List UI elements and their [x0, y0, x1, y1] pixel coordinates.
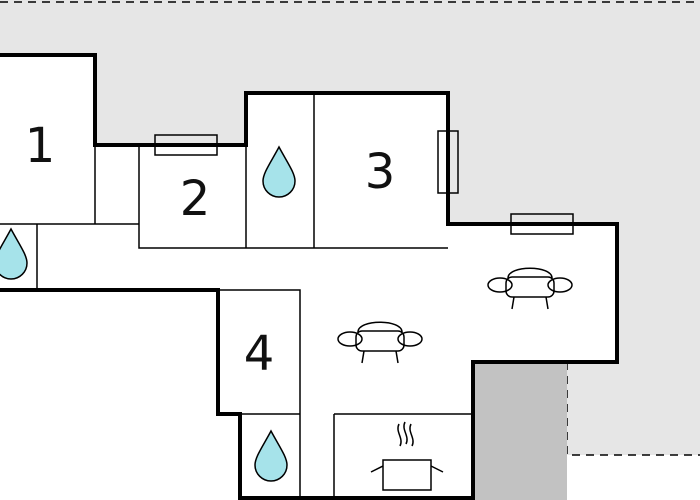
- room-label-1: 1: [25, 118, 56, 174]
- terrace: [473, 362, 567, 500]
- water-drop-icon: [0, 227, 28, 280]
- window-icon: [510, 213, 574, 235]
- outdoor-area: [0, 0, 700, 455]
- window-icon: [437, 130, 459, 194]
- room-label-4: 4: [244, 326, 275, 382]
- water-drop-icon: [254, 429, 288, 482]
- interior: [0, 55, 617, 500]
- cooking-pot-icon: [370, 421, 444, 491]
- sofa-icon: [487, 267, 573, 310]
- partition-walls: [0, 93, 473, 500]
- room-label-3: 3: [365, 144, 396, 200]
- room-label-2: 2: [180, 171, 211, 227]
- water-drop-icon: [262, 145, 296, 198]
- window-icon: [154, 134, 218, 156]
- sofa-icon: [337, 321, 423, 364]
